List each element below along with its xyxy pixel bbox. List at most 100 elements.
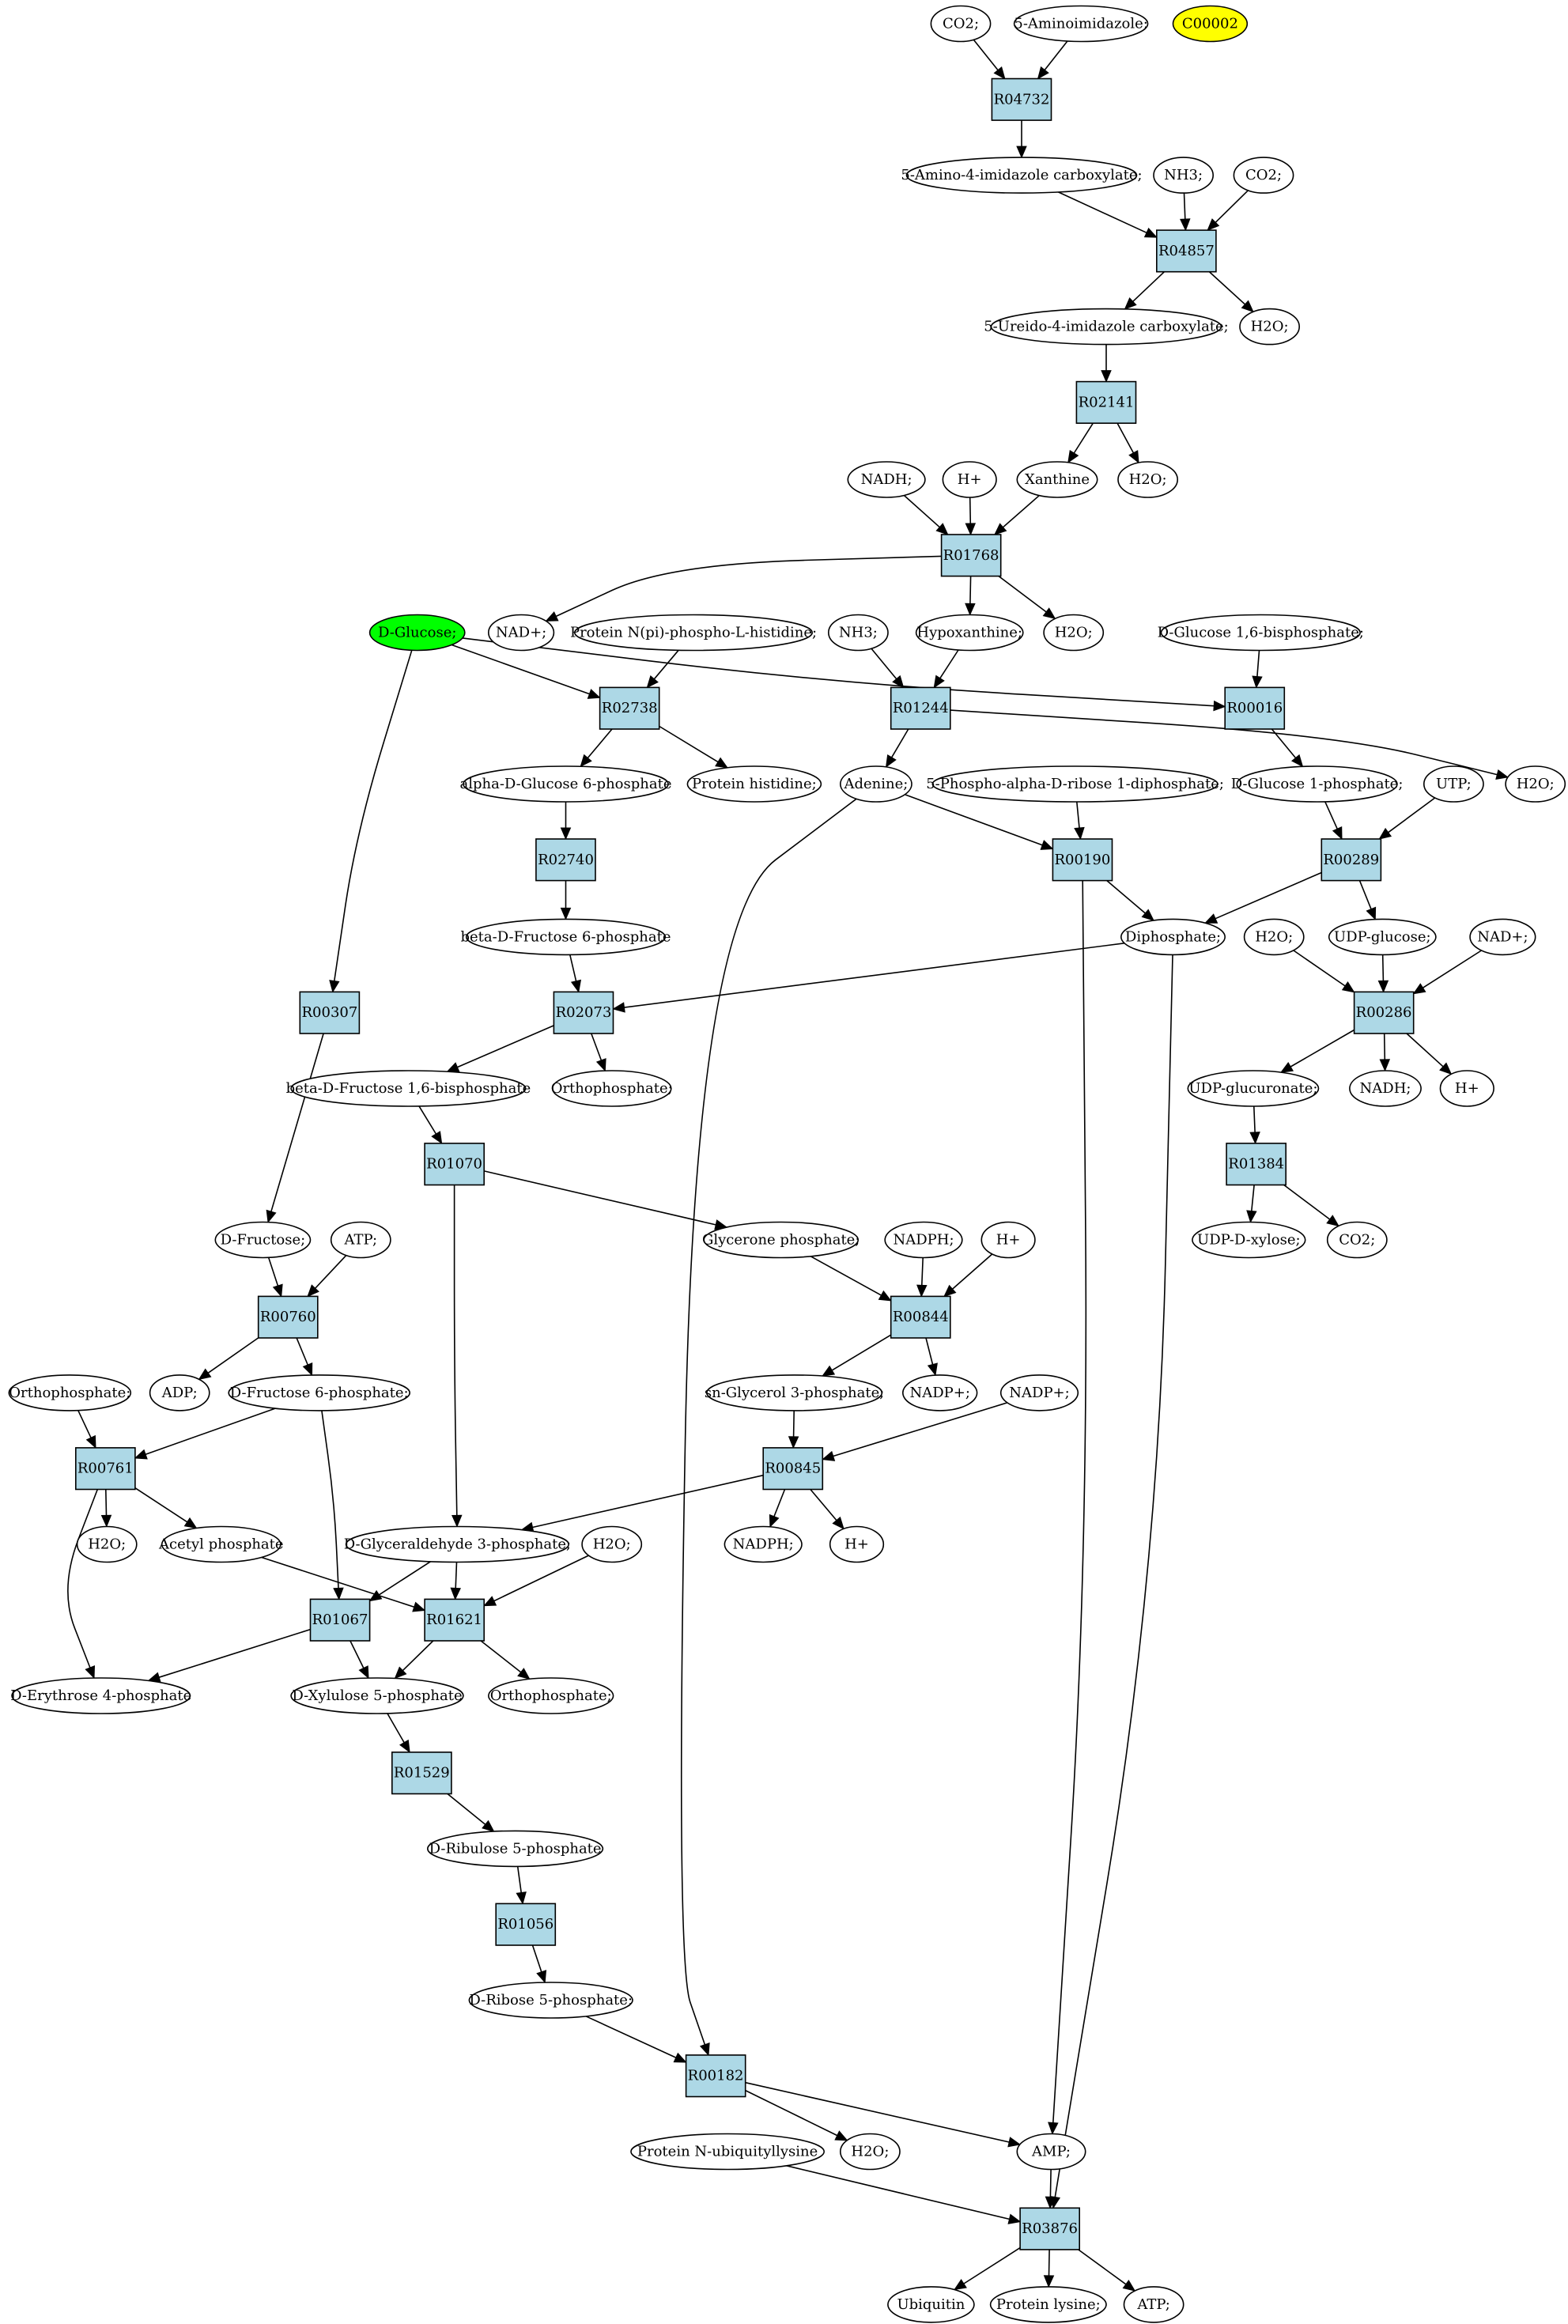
compound-node-dxylulose5p[interactable]: D-Xylulose 5-phosphate [290,1677,464,1714]
compound-node-5phosphoribose[interactable]: 5-Phospho-alpha-D-ribose 1-diphosphate; [926,765,1224,803]
reaction-node-r01529[interactable]: R01529 [391,1752,452,1795]
reaction-node-r04857[interactable]: R04857 [1156,229,1217,273]
compound-node-hplus-b[interactable]: H+ [1439,1070,1494,1107]
reaction-node-r00307[interactable]: R00307 [299,991,361,1034]
compound-node-atp-b[interactable]: ATP; [1123,2286,1185,2323]
reaction-node-r00190[interactable]: R00190 [1052,838,1113,882]
compound-node-nadplus-a[interactable]: NAD+; [487,614,555,652]
compound-node-h2o-a[interactable]: H2O; [1239,308,1300,346]
compound-node-co2-a[interactable]: CO2; [930,5,992,43]
compound-node-derythrose4p[interactable]: D-Erythrose 4-phosphate [10,1677,191,1714]
compound-node-dglucose16bp[interactable]: D-Glucose 1,6-bisphosphate; [1158,614,1364,652]
compound-node-orthophosphate-c[interactable]: Orthophosphate; [487,1677,614,1714]
reaction-node-r04732[interactable]: R04732 [991,77,1052,121]
compound-node-snglycerol3p[interactable]: sn-Glycerol 3-phosphate; [705,1374,884,1411]
compound-node-udpglucuronate[interactable]: UDP-glucuronate; [1187,1070,1320,1107]
compound-node-orthophosphate-a[interactable]: Orthophosphate; [551,1070,673,1107]
compound-node-betadfructose6p[interactable]: beta-D-Fructose 6-phosphate [461,918,671,956]
reaction-node-r03876[interactable]: R03876 [1019,2207,1080,2250]
compound-node-co2-b[interactable]: CO2; [1233,157,1294,194]
compound-node-hplus-d[interactable]: H+ [829,1525,885,1563]
compound-node-dribulose5p[interactable]: D-Ribulose 5-phosphate [426,1830,604,1868]
compound-node-dglyceraldehyde3p[interactable]: D-Glyceraldehyde 3-phosphate; [344,1525,571,1563]
compound-node-h2o-g[interactable]: H2O; [581,1525,643,1563]
compound-node-diphosphate[interactable]: Diphosphate; [1120,918,1226,956]
compound-node-dfructose[interactable]: D-Fructose; [214,1221,312,1259]
compound-node-nadh-b[interactable]: NADH; [1349,1070,1422,1107]
reaction-node-r02141[interactable]: R02141 [1075,380,1137,425]
reaction-node-r00182[interactable]: R00182 [685,2054,746,2098]
reaction-node-r01384[interactable]: R01384 [1226,1143,1287,1186]
reaction-node-r00289[interactable]: R00289 [1321,838,1382,882]
compound-node-proteinubiq[interactable]: Protein N-ubiquityllysine [630,2133,825,2171]
compound-node-alphadglucose6p[interactable]: alpha-D-Glucose 6-phosphate [460,765,672,803]
compound-node-5ureido[interactable]: 5-Ureido-4-imidazole carboxylate; [984,308,1229,346]
compound-ellipse [901,1374,978,1411]
compound-node-5amino4imidazole[interactable]: 5-Amino-4-imidazole carboxylate; [901,157,1143,194]
compound-node-h2o-h[interactable]: H2O; [840,2133,901,2171]
compound-node-dribose5p[interactable]: D-Ribose 5-phosphate; [468,1982,633,2019]
reaction-node-r00760[interactable]: R00760 [257,1295,319,1339]
reaction-node-r00761[interactable]: R00761 [75,1447,136,1491]
compound-node-proteinlysine[interactable]: Protein lysine; [989,2286,1107,2323]
reaction-node-r01768[interactable]: R01768 [940,534,1002,577]
arrowhead-c-udpglucuronate-to-r01384 [1249,1132,1260,1145]
compound-node-h2o-c[interactable]: H2O; [1043,614,1105,652]
compound-node-proteinnpi[interactable]: Protein N(pi)-phospho-L-histidine; [570,614,817,652]
compound-node-adp[interactable]: ADP; [149,1374,210,1411]
edge-c-betadfructose6p-to-r02073 [569,954,577,981]
compound-node-dfructose6p[interactable]: D-Fructose 6-phosphate; [228,1374,411,1411]
compound-node-atp-a[interactable]: ATP; [330,1221,391,1259]
compound-node-ubiquitin[interactable]: Ubiquitin [887,2286,975,2323]
compound-ellipse [1239,308,1300,346]
reaction-node-r01067[interactable]: R01067 [309,1598,371,1642]
compound-node-h2o-e[interactable]: H2O; [1243,918,1305,956]
compound-node-acetylphosphate[interactable]: Acetyl phosphate [158,1525,284,1563]
edge-r01768-to-c-nadplus-a [555,555,942,618]
reaction-node-r00844[interactable]: R00844 [890,1295,951,1339]
compound-node-amp[interactable]: AMP; [1016,2133,1086,2171]
edge-r00844-to-c-nadpplus-a [925,1337,934,1365]
compound-node-nadph-a[interactable]: NADPH; [884,1221,963,1259]
compound-node-co2-c[interactable]: CO2; [1326,1221,1388,1259]
compound-node-dglucose1p[interactable]: D-Glucose 1-phosphate; [1231,765,1404,803]
compound-node-nadpplus-a[interactable]: NADP+; [901,1374,978,1411]
reaction-node-r01621[interactable]: R01621 [424,1598,485,1642]
compound-node-h2o-d[interactable]: H2O; [1505,765,1566,803]
compound-node-hplus-c[interactable]: H+ [980,1221,1036,1259]
compound-node-udpglucose[interactable]: UDP-glucose; [1328,918,1437,956]
reaction-node-r02738[interactable]: R02738 [599,686,660,730]
compound-node-glyceronep[interactable]: Glycerone phosphate; [702,1221,860,1259]
edge-r00286-to-c-hplus-b [1406,1033,1444,1068]
compound-node-nadh-a[interactable]: NADH; [847,461,926,498]
compound-node-utp[interactable]: UTP; [1423,765,1484,803]
compound-node-hplus-a[interactable]: H+ [942,461,997,498]
compound-node-nh3-b[interactable]: NH3; [828,614,889,652]
compound-node-dglucose[interactable]: D-Glucose; [368,614,466,652]
compound-node-proteinhistidine[interactable]: Protein histidine; [686,765,822,803]
compound-node-nadpplus-b[interactable]: NADP+; [999,1374,1079,1411]
compound-node-nadph-b[interactable]: NADPH; [724,1525,803,1563]
compound-node-adenine[interactable]: Adenine; [840,765,912,803]
compound-node-h2o-b[interactable]: H2O; [1117,461,1178,498]
compound-node-betadfructose16bp[interactable]: beta-D-Fructose 1,6-bisphosphate [286,1070,531,1107]
compound-node-xanthine[interactable]: Xanthine [1016,461,1098,498]
compound-node-udpdxylose[interactable]: UDP-D-xylose; [1192,1221,1306,1259]
compound-node-orthophosphate-b[interactable]: Orthophosphate; [8,1374,132,1411]
reaction-node-r00286[interactable]: R00286 [1353,991,1415,1034]
reaction-node-r01070[interactable]: R01070 [424,1143,485,1186]
edge-c-adenine-to-r00190 [905,794,1043,846]
reaction-node-r01244[interactable]: R01244 [890,686,951,730]
compound-node-nh3-a[interactable]: NH3; [1153,157,1214,194]
reaction-node-r02740[interactable]: R02740 [535,838,596,882]
reaction-node-r00016[interactable]: R00016 [1224,686,1286,730]
reaction-node-r01056[interactable]: R01056 [495,1903,557,1946]
reaction-node-r00845[interactable]: R00845 [762,1447,824,1491]
reaction-node-r02073[interactable]: R02073 [553,991,614,1034]
compound-node-h2o-f[interactable]: H2O; [76,1525,138,1563]
compound-label: NADP+; [909,1385,969,1401]
compound-node-c00002[interactable]: C00002 [1172,5,1249,43]
compound-node-5aminoimidazole[interactable]: 5-Aminoimidazole; [1013,5,1149,43]
compound-node-hypoxanthine[interactable]: Hypoxanthine; [915,614,1024,652]
compound-node-nadplus-b[interactable]: NAD+; [1469,918,1536,956]
